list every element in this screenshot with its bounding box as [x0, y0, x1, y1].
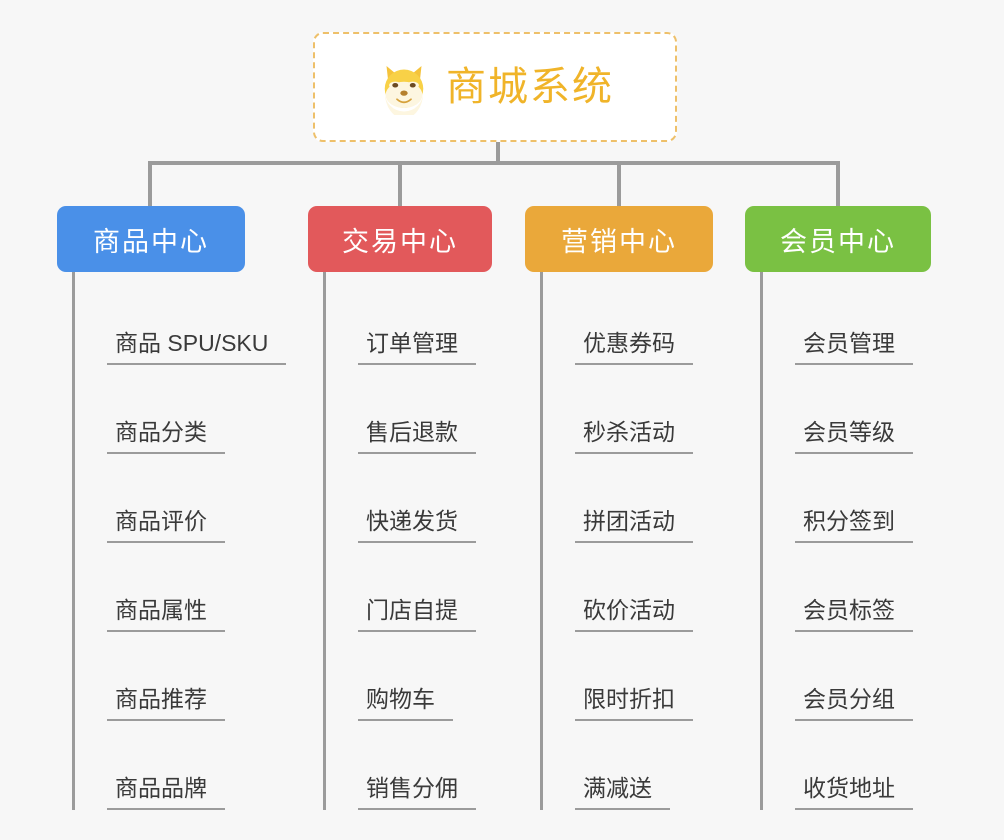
- leaf-label: 快递发货: [366, 507, 458, 534]
- leaf-label: 订单管理: [366, 329, 458, 356]
- leaf-label: 限时折扣: [583, 685, 675, 712]
- branch-header-0[interactable]: 商品中心: [57, 206, 245, 272]
- branch-items-1: 订单管理 售后退款 快递发货 门店自提 购物车 销售分佣: [323, 272, 492, 810]
- leaf-item[interactable]: 商品评价: [75, 454, 286, 543]
- leaf-item[interactable]: 会员标签: [763, 543, 931, 632]
- leaf-label: 商品品牌: [115, 774, 207, 801]
- branch-drop-line-1: [398, 161, 402, 208]
- leaf-label: 拼团活动: [583, 507, 675, 534]
- leaf-label: 商品属性: [115, 596, 207, 623]
- leaf-label: 收货地址: [803, 774, 895, 801]
- leaf-label: 门店自提: [366, 596, 458, 623]
- leaf-item[interactable]: 积分签到: [763, 454, 931, 543]
- leaf-label: 购物车: [366, 685, 435, 712]
- leaf-label: 满减送: [583, 774, 652, 801]
- root-stem-line: [496, 142, 500, 164]
- leaf-item[interactable]: 销售分佣: [326, 721, 492, 810]
- leaf-item[interactable]: 砍价活动: [543, 543, 713, 632]
- horizontal-bus-line: [148, 161, 840, 165]
- leaf-item[interactable]: 商品推荐: [75, 632, 286, 721]
- leaf-label: 商品 SPU/SKU: [115, 329, 269, 356]
- branch-header-label-1: 交易中心: [342, 226, 458, 257]
- leaf-label: 会员标签: [803, 596, 895, 623]
- leaf-item[interactable]: 商品分类: [75, 365, 286, 454]
- leaf-item[interactable]: 收货地址: [763, 721, 931, 810]
- leaf-item[interactable]: 售后退款: [326, 365, 492, 454]
- branch-column-2: 营销中心 优惠券码 秒杀活动 拼团活动 砍价活动 限时折扣 满减送: [525, 206, 713, 810]
- leaf-label: 优惠券码: [583, 329, 675, 356]
- branch-header-1[interactable]: 交易中心: [308, 206, 492, 272]
- branch-header-label-0: 商品中心: [93, 226, 209, 257]
- leaf-label: 销售分佣: [366, 774, 458, 801]
- leaf-item[interactable]: 商品 SPU/SKU: [75, 276, 287, 365]
- leaf-item[interactable]: 门店自提: [326, 543, 492, 632]
- branch-drop-line-3: [836, 161, 840, 208]
- leaf-item[interactable]: 秒杀活动: [543, 365, 713, 454]
- leaf-label: 商品评价: [115, 507, 207, 534]
- shiba-dog-face-icon: [384, 66, 424, 115]
- leaf-item[interactable]: 订单管理: [326, 276, 492, 365]
- leaf-item[interactable]: 优惠券码: [543, 276, 713, 365]
- leaf-label: 售后退款: [366, 418, 458, 445]
- branch-items-3: 会员管理 会员等级 积分签到 会员标签 会员分组 收货地址: [760, 272, 931, 810]
- leaf-item[interactable]: 快递发货: [326, 454, 492, 543]
- leaf-item[interactable]: 购物车: [326, 632, 492, 721]
- leaf-label: 砍价活动: [583, 596, 675, 623]
- leaf-item[interactable]: 会员管理: [763, 276, 931, 365]
- leaf-item[interactable]: 商品品牌: [75, 721, 286, 810]
- leaf-label: 会员管理: [803, 329, 895, 356]
- leaf-item[interactable]: 商品属性: [75, 543, 286, 632]
- branch-drop-line-0: [148, 161, 152, 208]
- branch-items-2: 优惠券码 秒杀活动 拼团活动 砍价活动 限时折扣 满减送: [540, 272, 713, 810]
- leaf-item[interactable]: 限时折扣: [543, 632, 713, 721]
- branch-column-1: 交易中心 订单管理 售后退款 快递发货 门店自提 购物车 销售分佣: [308, 206, 492, 810]
- branch-header-2[interactable]: 营销中心: [525, 206, 713, 272]
- leaf-item[interactable]: 会员分组: [763, 632, 931, 721]
- branch-column-3: 会员中心 会员管理 会员等级 积分签到 会员标签 会员分组 收货地址: [745, 206, 931, 810]
- branch-header-3[interactable]: 会员中心: [745, 206, 931, 272]
- root-node[interactable]: 商城系统: [313, 32, 677, 142]
- leaf-label: 商品推荐: [115, 685, 207, 712]
- leaf-item[interactable]: 满减送: [543, 721, 713, 810]
- branch-items-0: 商品 SPU/SKU 商品分类 商品评价 商品属性 商品推荐 商品品牌: [72, 272, 287, 810]
- root-title: 商城系统: [446, 65, 614, 109]
- leaf-label: 秒杀活动: [583, 418, 675, 445]
- leaf-label: 会员等级: [803, 418, 895, 445]
- leaf-item[interactable]: 会员等级: [763, 365, 931, 454]
- branch-drop-line-2: [617, 161, 621, 208]
- branch-header-label-3: 会员中心: [780, 226, 896, 257]
- leaf-label: 商品分类: [115, 418, 207, 445]
- leaf-label: 积分签到: [803, 507, 895, 534]
- leaf-item[interactable]: 拼团活动: [543, 454, 713, 543]
- branch-header-label-2: 营销中心: [561, 226, 677, 257]
- leaf-label: 会员分组: [803, 685, 895, 712]
- branch-column-0: 商品中心 商品 SPU/SKU 商品分类 商品评价 商品属性 商品推荐 商品品牌: [57, 206, 287, 810]
